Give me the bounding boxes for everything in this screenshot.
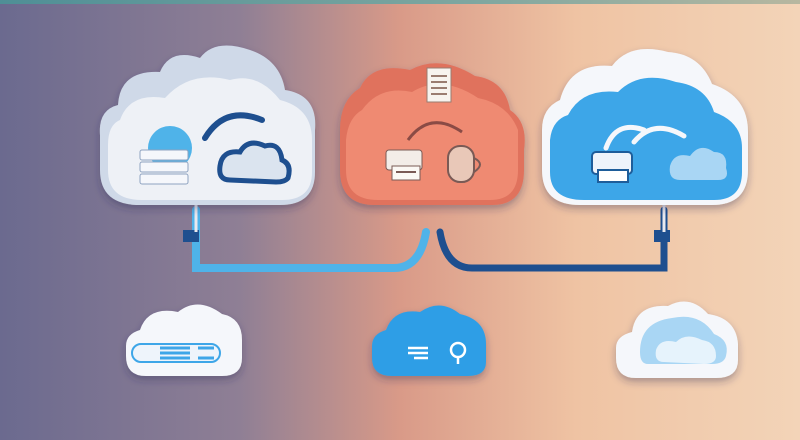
right-cloud-icons bbox=[591, 124, 727, 183]
cloud-icon bbox=[669, 147, 727, 180]
cloud-icon bbox=[217, 140, 292, 185]
connector-stub-left bbox=[183, 230, 199, 242]
bottom-left-cloud-icons bbox=[131, 343, 221, 363]
bottom-left-cloud bbox=[126, 304, 242, 376]
bulb-icon bbox=[449, 341, 467, 364]
drum-icon bbox=[447, 145, 481, 183]
printer-icon bbox=[591, 151, 633, 183]
connector-right bbox=[436, 206, 668, 272]
server-stack-icon bbox=[139, 149, 189, 185]
connector-lines bbox=[183, 200, 670, 272]
top-accent-bar bbox=[0, 0, 800, 4]
arc-icon bbox=[406, 121, 463, 141]
bars-icon bbox=[160, 346, 214, 360]
center-cloud-icons bbox=[385, 67, 481, 183]
printer-icon bbox=[385, 149, 423, 181]
list-icon bbox=[408, 346, 428, 360]
cloud-icon bbox=[655, 336, 716, 364]
double-arc-icon bbox=[603, 124, 687, 151]
arc-icon bbox=[202, 112, 265, 141]
document-icon bbox=[426, 67, 452, 103]
bottom-center-cloud bbox=[372, 305, 486, 376]
left-cloud-icons bbox=[139, 112, 292, 185]
bottom-right-cloud-icons bbox=[640, 316, 727, 364]
bottom-center-cloud-icons bbox=[408, 341, 467, 364]
connector-left bbox=[192, 206, 430, 272]
right-cloud bbox=[542, 49, 748, 205]
connector-stub-right bbox=[654, 230, 670, 242]
